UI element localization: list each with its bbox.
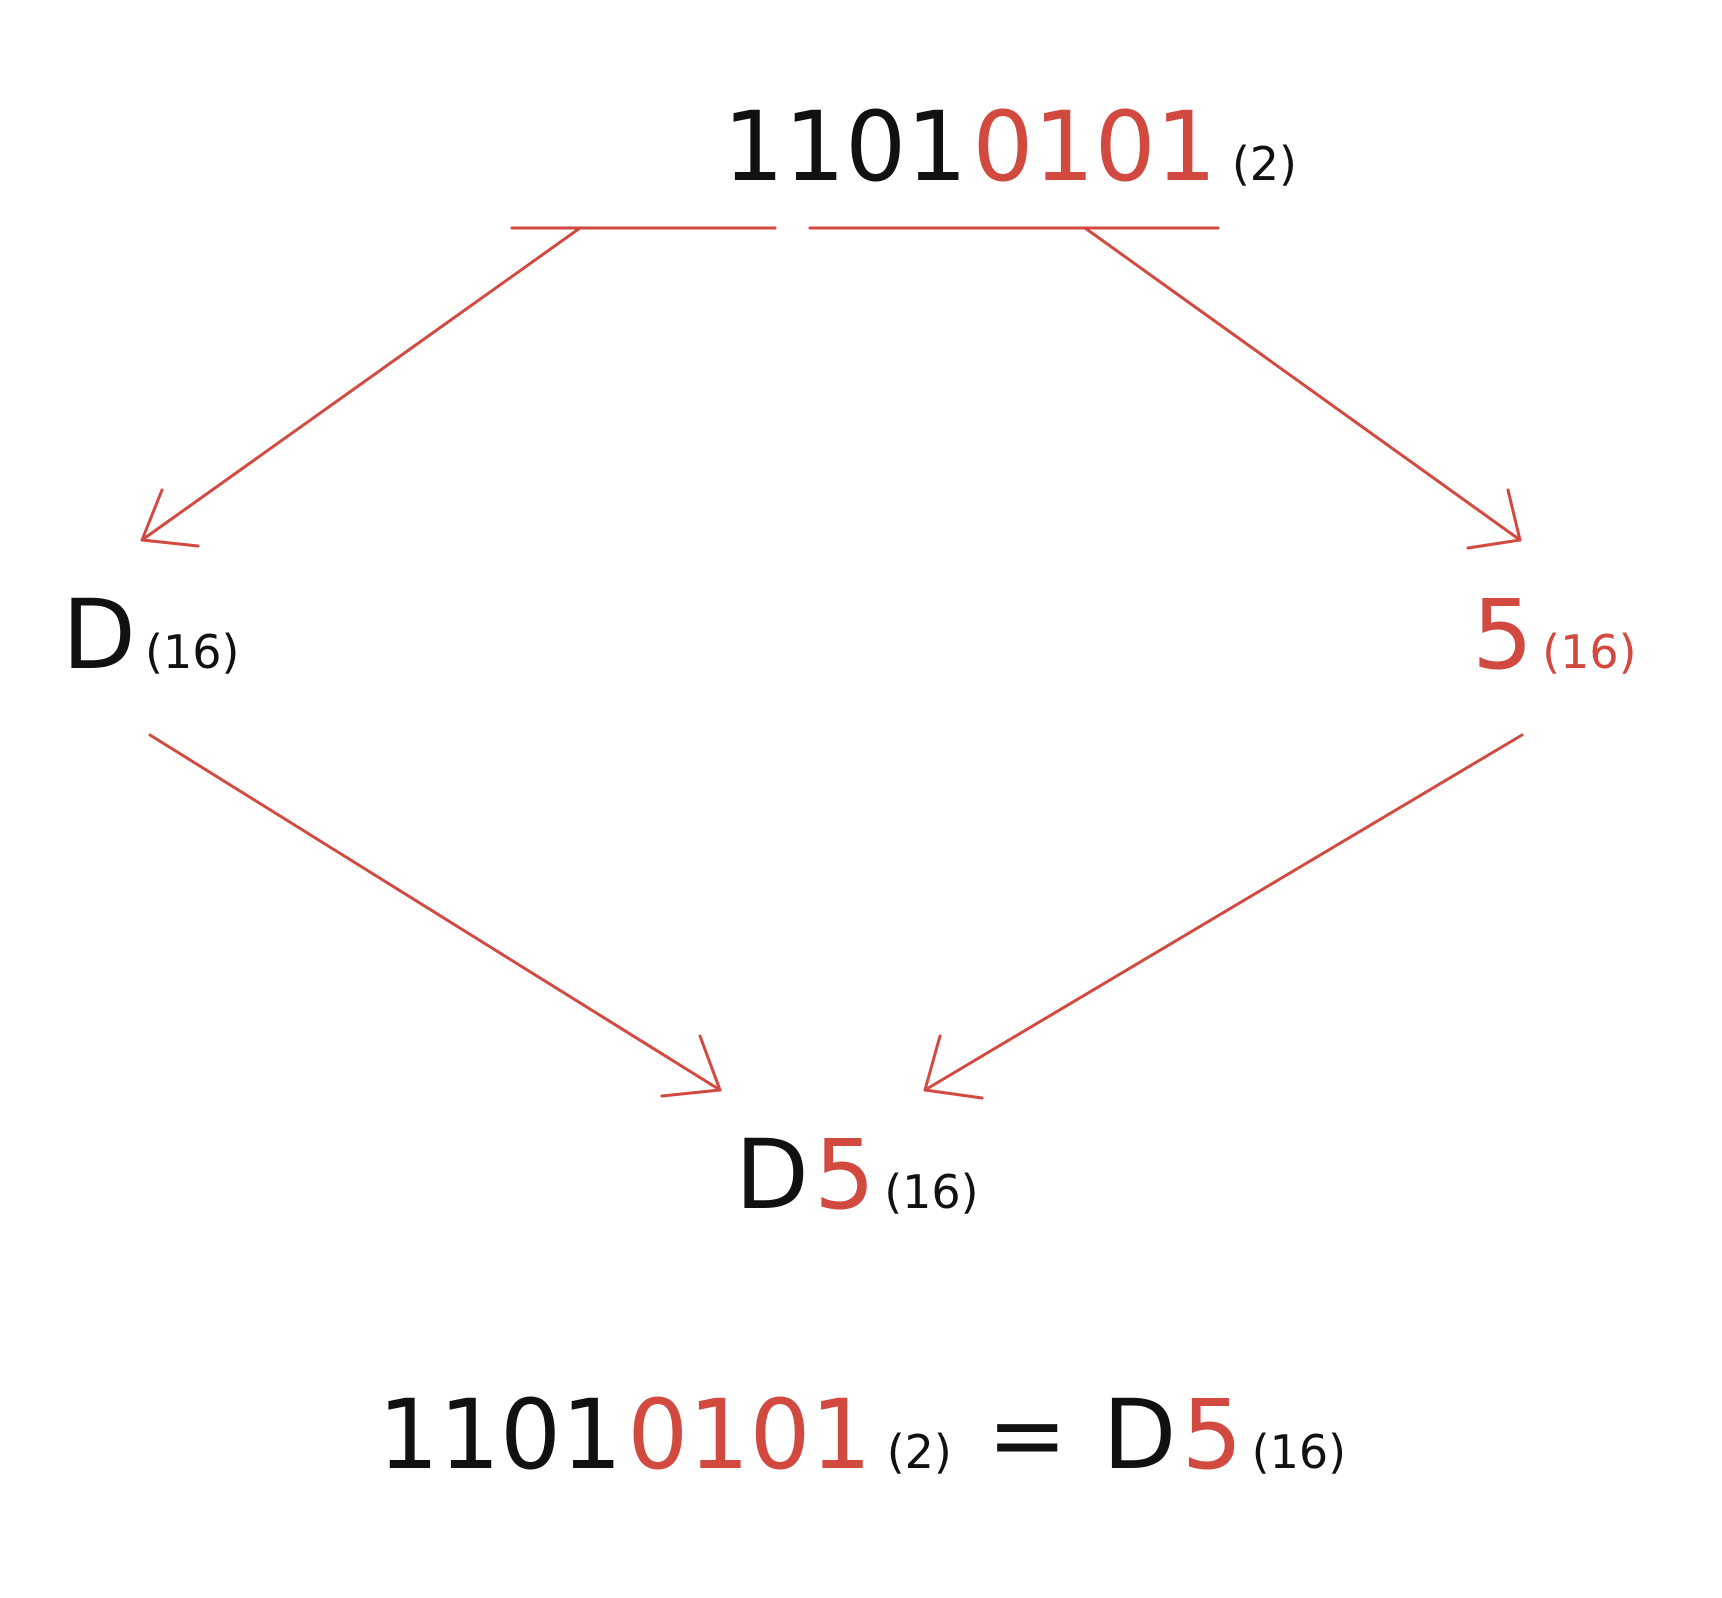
equation-low-digit: 5	[1182, 1379, 1243, 1491]
merged-node-base: (16)	[884, 1165, 978, 1219]
right-node-label: 5 (16)	[1472, 579, 1637, 691]
left-node-base: (16)	[145, 625, 239, 679]
bottom-equation: 1101 0101 (2) = D 5 (16)	[378, 1379, 1346, 1491]
equation-right-base: (16)	[1252, 1425, 1346, 1479]
merged-node-low-digit: 5	[814, 1119, 875, 1231]
top-base-subscript: (2)	[1232, 137, 1297, 191]
merged-node-label: D 5 (16)	[735, 1119, 979, 1231]
right-node-base: (16)	[1542, 625, 1636, 679]
arrow-to-left-node	[140, 226, 582, 548]
equals-sign: =	[987, 1379, 1067, 1491]
merged-node-high-digit: D	[735, 1119, 809, 1231]
equation-left-base: (2)	[887, 1425, 952, 1479]
equation-high-nibble: 1101	[378, 1379, 622, 1491]
right-node-digit: 5	[1472, 579, 1533, 691]
equation-high-digit: D	[1102, 1379, 1176, 1491]
left-node-label: D (16)	[62, 579, 239, 691]
left-node-digit: D	[62, 579, 136, 691]
equation-low-nibble: 0101	[627, 1379, 871, 1491]
arrow-left-to-merged	[148, 733, 722, 1098]
arrow-right-to-merged	[923, 733, 1524, 1100]
top-high-nibble: 1101	[723, 91, 967, 203]
top-low-nibble: 0101	[972, 91, 1216, 203]
arrow-to-right-node	[1083, 226, 1522, 550]
top-binary-number: 1101 0101 (2)	[723, 91, 1297, 203]
